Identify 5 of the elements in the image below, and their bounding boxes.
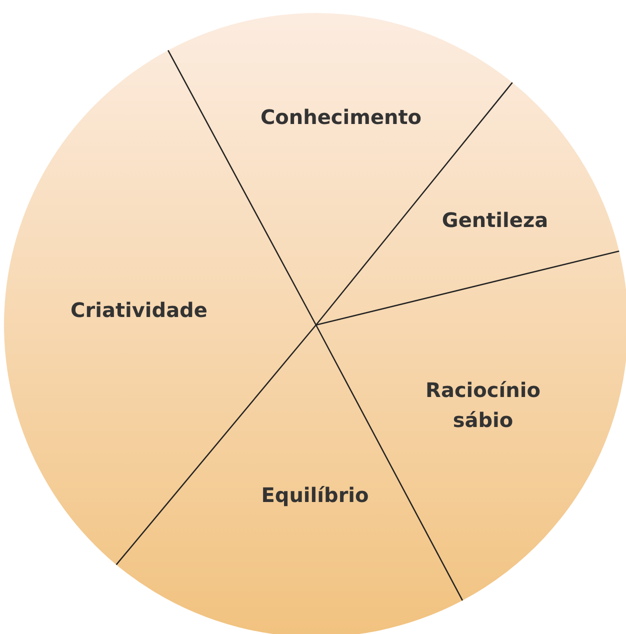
sector-label: Equilíbrio [261,482,369,509]
sector-label: Criatividade [70,297,208,324]
sector-label: Gentileza [442,207,548,234]
sector-label: Raciocínio sábio [424,377,542,434]
sector-label: Conhecimento [260,104,422,131]
